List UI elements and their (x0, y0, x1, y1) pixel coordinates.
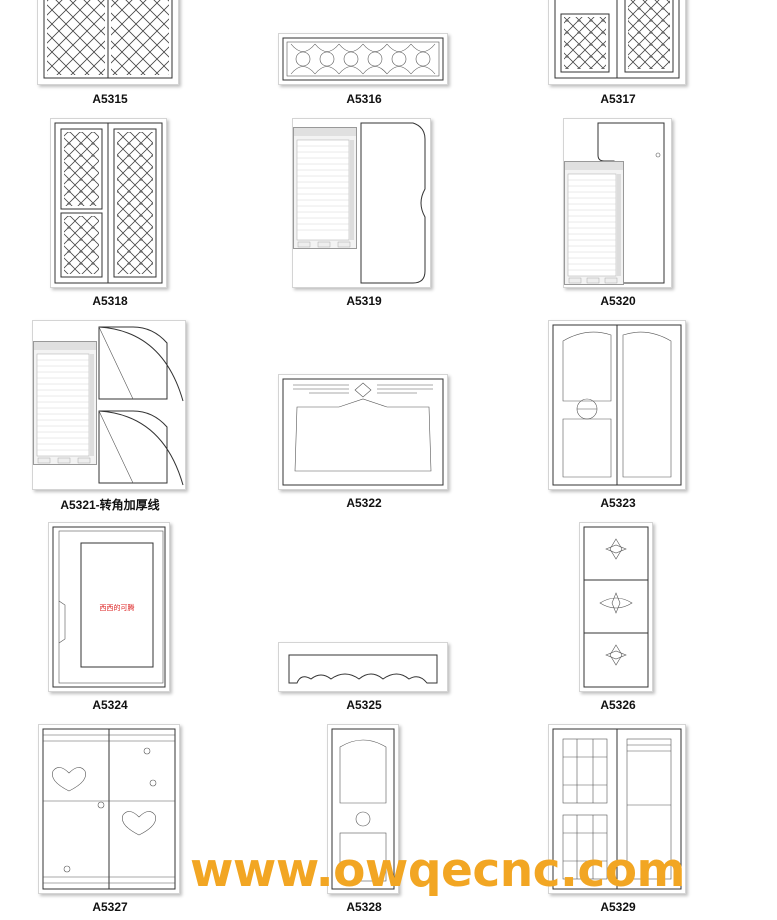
thumb-a5322[interactable] (278, 374, 448, 490)
thumb-a5326[interactable] (579, 522, 653, 692)
thumb-a5327[interactable] (38, 724, 180, 894)
item-code: A5318 (92, 294, 128, 308)
item-code: A5327 (92, 900, 128, 914)
settings-dialog (564, 161, 624, 285)
thumb-a5321[interactable] (32, 320, 186, 490)
item-code: A5320 (600, 294, 636, 308)
thumb-a5315[interactable] (37, 0, 179, 85)
item-code: A5325 (346, 698, 382, 712)
thumb-a5329[interactable] (548, 724, 686, 894)
item-code: A5323 (600, 496, 636, 510)
item-code: A5316 (346, 92, 382, 106)
item-code: A5326 (600, 698, 636, 712)
thumb-a5317[interactable] (548, 0, 686, 85)
thumb-a5319[interactable] (292, 118, 431, 288)
thumb-a5316[interactable] (278, 33, 448, 85)
thumb-a5325[interactable] (278, 642, 448, 692)
item-code: A5322 (346, 496, 382, 510)
thumb-a5318[interactable] (50, 118, 167, 288)
site-watermark: www.owqecnc.com (190, 843, 686, 898)
settings-dialog (33, 341, 97, 465)
thumb-a5320[interactable] (563, 118, 672, 288)
thumb-a5323[interactable] (548, 320, 686, 490)
thumb-a5328[interactable] (327, 724, 399, 894)
item-code: A5321-转角加厚线 (60, 498, 160, 512)
item-code: A5315 (92, 92, 128, 106)
item-code: A5329 (600, 900, 636, 914)
item-code: A5328 (346, 900, 382, 914)
item-code: A5317 (600, 92, 636, 106)
settings-dialog (293, 127, 357, 249)
item-code: A5319 (346, 294, 382, 308)
item-code: A5324 (92, 698, 128, 712)
annotation-text: 西西的可腾 (99, 605, 135, 612)
thumb-a5324[interactable]: 西西的可腾 (48, 522, 170, 692)
